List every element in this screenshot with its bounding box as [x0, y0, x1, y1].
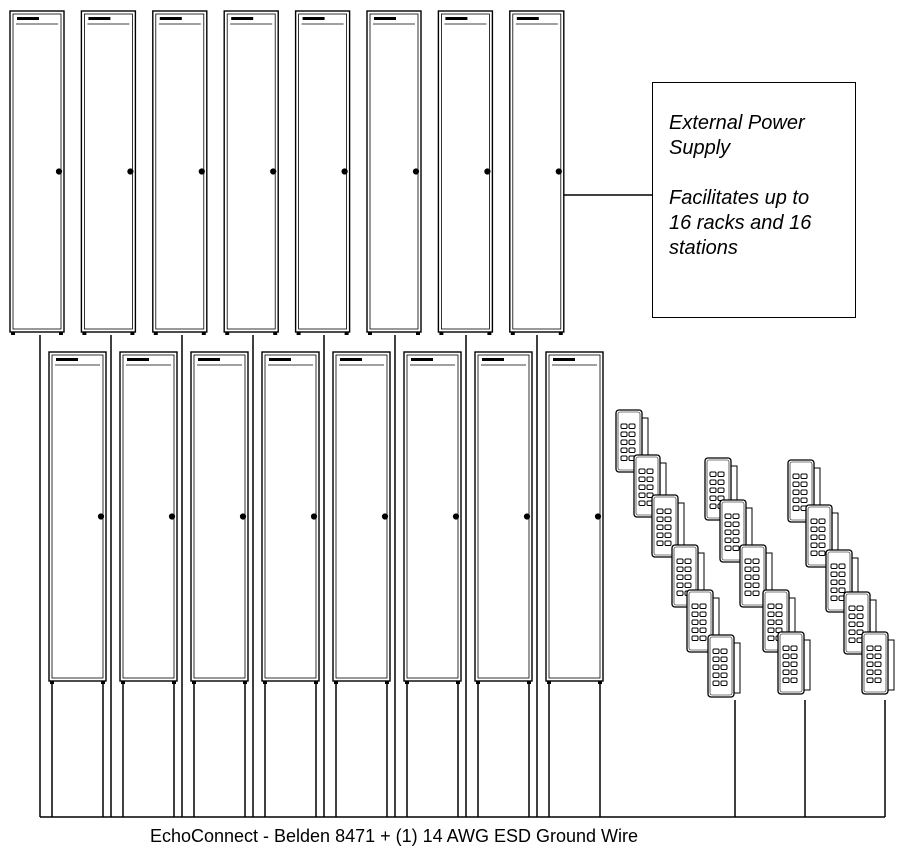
rack-top-1: [9, 10, 65, 335]
rack-bottom-5: [332, 351, 391, 684]
station-keypad-11: [777, 631, 811, 695]
power-supply-line-3: Facilitates up to: [669, 187, 810, 209]
rack-top-8: [509, 10, 565, 335]
rack-bottom-3: [190, 351, 249, 684]
station-keypad-9: [739, 544, 773, 608]
rack-top-3: [152, 10, 208, 335]
station-keypad-2: [633, 454, 667, 518]
station-keypad-16: [861, 631, 895, 695]
power-supply-description: External Power Supply Facilitates up to …: [669, 111, 849, 261]
rack-bottom-6: [403, 351, 462, 684]
station-keypad-6: [707, 634, 741, 698]
rack-top-4: [223, 10, 279, 335]
rack-bottom-8: [545, 351, 604, 684]
external-power-supply-box: External Power Supply Facilitates up to …: [652, 82, 856, 318]
wiring-lines: [39, 194, 886, 818]
rack-top-7: [437, 10, 494, 335]
power-supply-line-2: Supply: [669, 137, 731, 159]
rack-top-6: [366, 10, 422, 335]
power-supply-line-4: 16 racks and 16: [669, 212, 812, 234]
rack-bottom-7: [474, 351, 533, 684]
rack-row-top: [9, 10, 565, 335]
power-supply-line-5: stations: [669, 237, 738, 259]
station-keypad-13: [805, 504, 839, 568]
rack-bottom-1: [48, 351, 107, 684]
rack-top-2: [80, 10, 137, 335]
cable-caption: EchoConnect - Belden 8471 + (1) 14 AWG E…: [149, 826, 639, 846]
station-cluster: [615, 409, 895, 698]
power-supply-line-1: External Power: [669, 112, 805, 134]
station-keypad-3: [651, 494, 685, 558]
rack-bottom-2: [119, 351, 178, 684]
rack-bottom-4: [261, 351, 320, 684]
station-keypad-1: [615, 409, 649, 473]
rack-row-bottom: [48, 351, 604, 684]
rack-top-5: [294, 10, 351, 335]
station-keypad-5: [686, 589, 720, 653]
